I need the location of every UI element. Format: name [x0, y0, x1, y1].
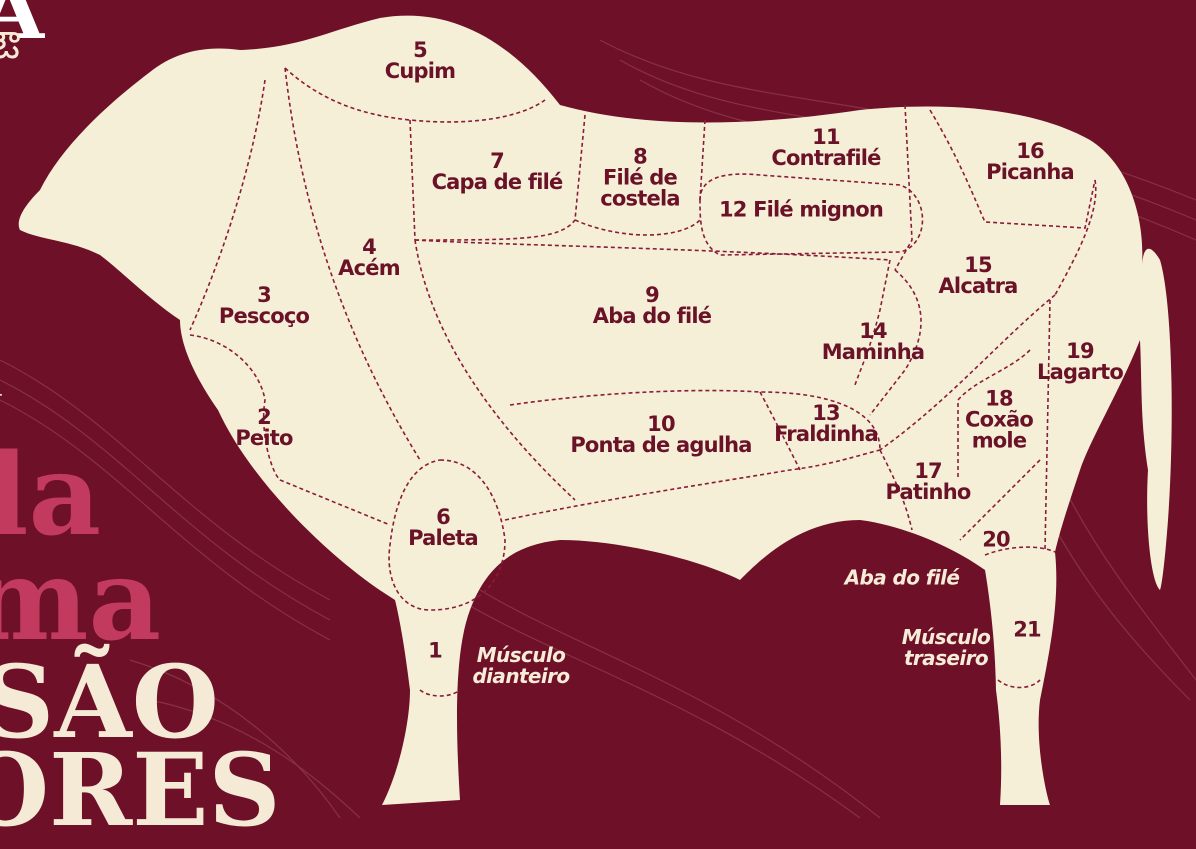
background-hatch-pattern: [0, 39, 1196, 818]
header-title-line-3: ma: [0, 535, 162, 666]
label-musculo-dianteiro: Músculo dianteiro: [472, 643, 570, 688]
label-musculo-traseiro: Músculo traseiro: [901, 625, 991, 670]
cut-label-20: 20: [982, 527, 1010, 552]
cut-boundaries: [189, 67, 1097, 697]
cow-silhouette: [18, 15, 1172, 805]
header-title-line-2: la: [0, 430, 102, 561]
cow-body: [18, 15, 1172, 805]
cut-label-21: 21: [1013, 617, 1041, 642]
small-flourish-icon: ʆ: [0, 394, 1, 416]
cut-label-1: 1: [428, 638, 443, 663]
flourish-icon: ఔ: [0, 23, 20, 67]
cut-label-file-mignon: 12 Filé mignon: [718, 197, 884, 222]
label-aba-do-file-outside: Aba do filé: [844, 565, 960, 590]
header-title-line-1: A: [0, 0, 45, 57]
header-title-line-4: SÃO: [0, 643, 219, 761]
